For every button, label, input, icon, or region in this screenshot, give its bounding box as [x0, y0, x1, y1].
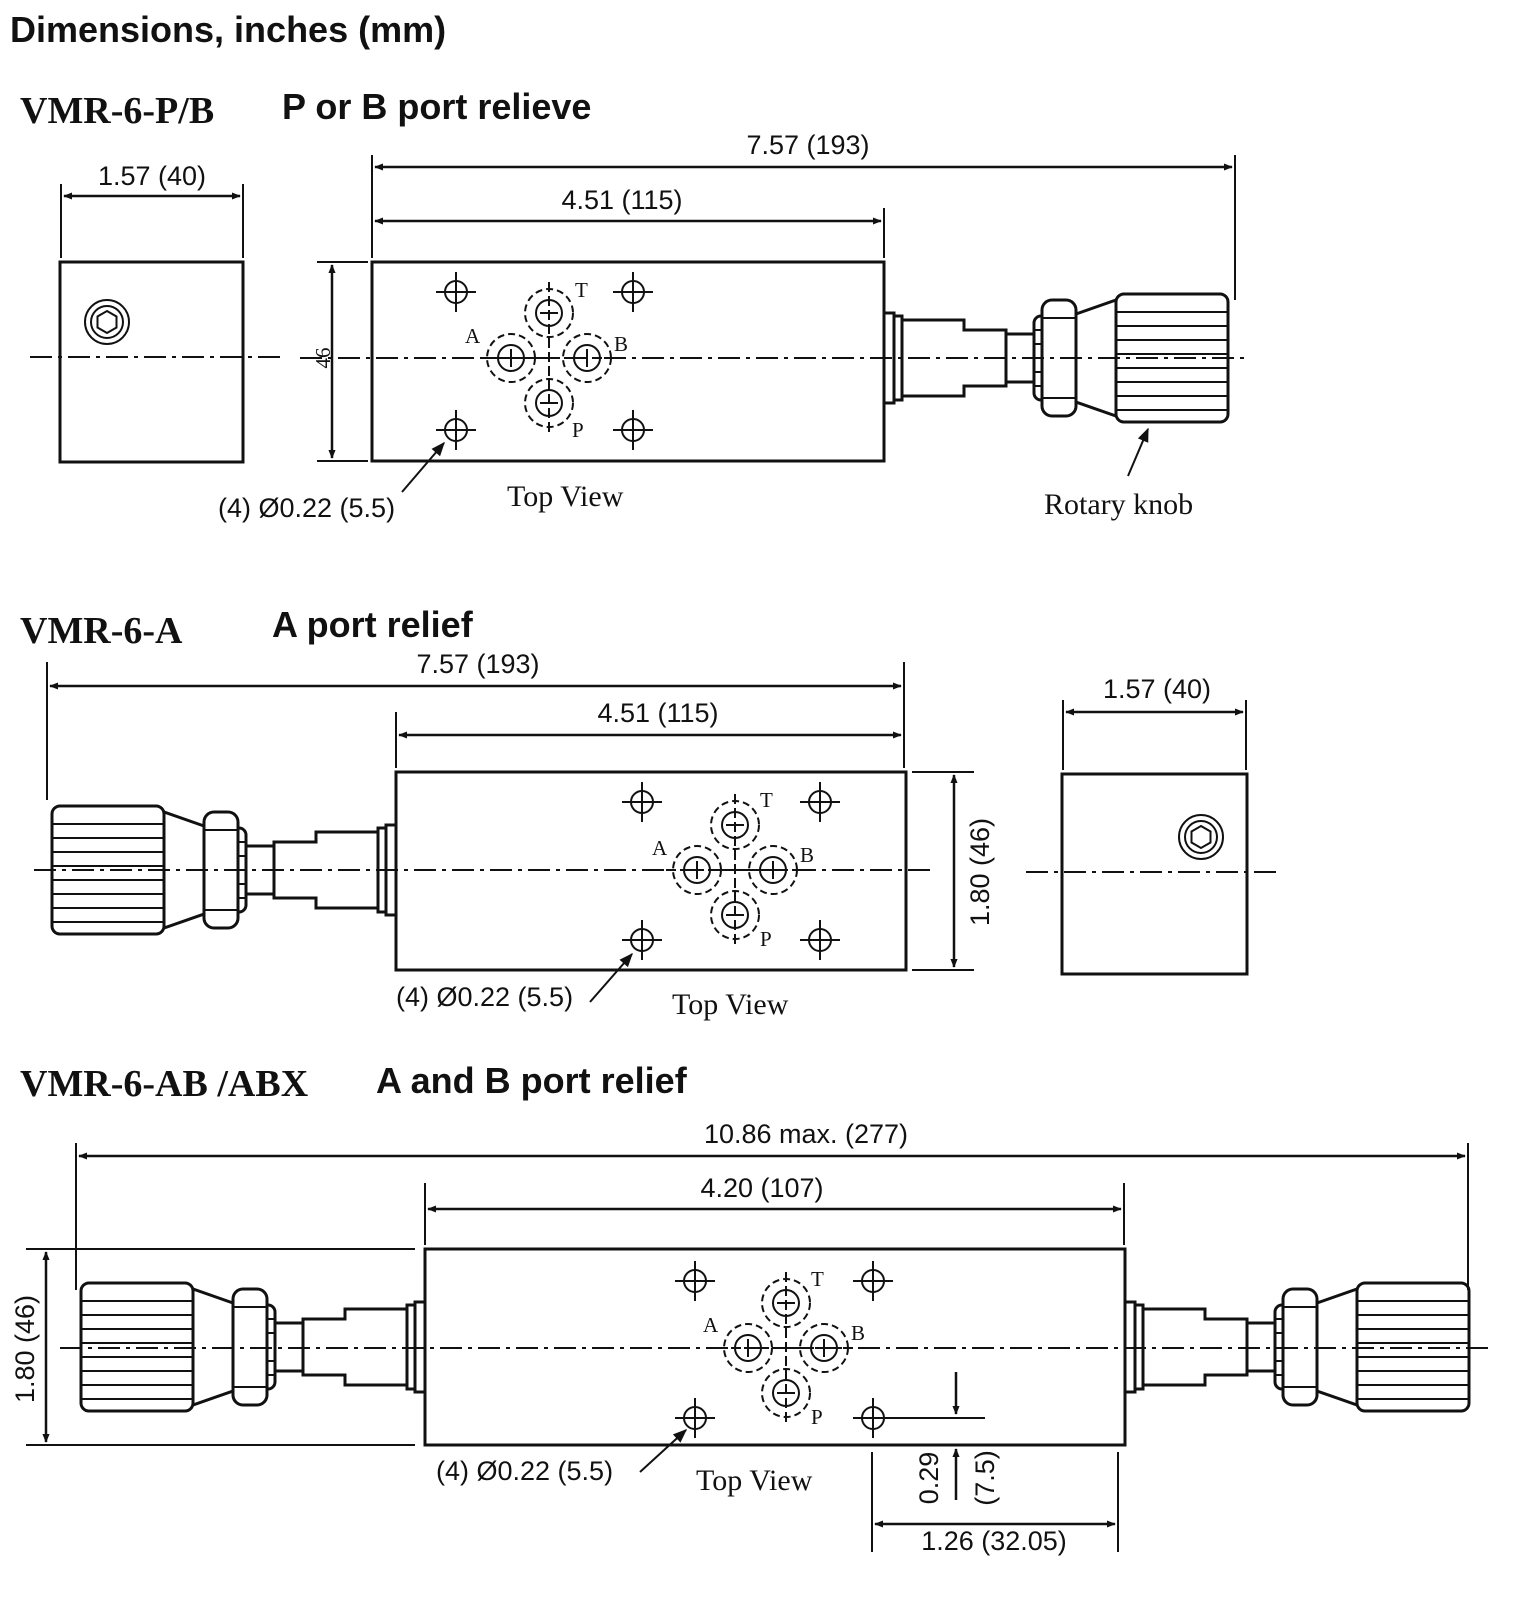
side-view-block: [1060, 772, 1249, 976]
height-dim: 1.80 (46): [10, 1295, 40, 1403]
top-view-label: Top View: [507, 480, 624, 513]
width-dim: 1.57 (40): [1103, 674, 1211, 704]
rotary-knob-label: Rotary knob: [1044, 488, 1193, 521]
port-t-label: T: [760, 788, 773, 812]
hole-offset-in: 0.29: [914, 1452, 944, 1505]
port-a-label: A: [465, 324, 481, 348]
port-b-label: B: [800, 843, 814, 867]
port-a-label: A: [652, 836, 668, 860]
port-p-label: P: [811, 1405, 823, 1429]
model-label: VMR-6-P/B: [20, 90, 214, 132]
top-view-label: Top View: [696, 1464, 813, 1497]
port-p-label: P: [760, 927, 772, 951]
overall-length-dim: 7.57 (193): [416, 649, 539, 679]
body-length-dim: 4.51 (115): [597, 698, 718, 728]
valve-body: [370, 260, 886, 463]
hole-spacing-dim: 1.26 (32.05): [921, 1526, 1067, 1556]
view-a: VMR-6-A A port relief T A B P 7.57 (193)…: [20, 604, 1278, 1021]
mounting-holes-label: (4) Ø0.22 (5.5): [436, 1456, 613, 1486]
mounting-holes-label: (4) Ø0.22 (5.5): [218, 493, 395, 523]
height-dim: 1.80 (46): [965, 818, 995, 926]
port-p-label: P: [572, 418, 584, 442]
port-b-label: B: [851, 1321, 865, 1345]
model-label: VMR-6-A: [20, 610, 183, 652]
side-view-block: [58, 260, 245, 464]
mounting-holes-label: (4) Ø0.22 (5.5): [396, 982, 573, 1012]
port-b-label: B: [614, 332, 628, 356]
view-pb: VMR-6-P/B P or B port relieve 1.57 (40) …: [20, 86, 1250, 523]
top-view-label: Top View: [672, 988, 789, 1021]
hole-offset-mm: (7.5): [970, 1450, 1000, 1506]
body-length-dim: 4.20 (107): [700, 1173, 823, 1203]
model-label: VMR-6-AB /ABX: [20, 1063, 308, 1105]
port-t-label: T: [811, 1267, 824, 1291]
view-subtitle: P or B port relieve: [282, 86, 591, 127]
port-a-label: A: [703, 1313, 719, 1337]
view-subtitle: A and B port relief: [376, 1060, 688, 1101]
view-subtitle: A port relief: [272, 604, 474, 645]
port-t-label: T: [575, 278, 588, 302]
overall-length-dim: 10.86 max. (277): [704, 1119, 908, 1149]
body-length-dim: 4.51 (115): [561, 185, 682, 215]
height-dim: 46: [311, 348, 335, 369]
page-title: Dimensions, inches (mm): [10, 9, 446, 50]
overall-length-dim: 7.57 (193): [746, 130, 869, 160]
view-ab: VMR-6-AB /ABX A and B port relief T A B …: [10, 1060, 1490, 1556]
width-dim: 1.57 (40): [98, 161, 206, 191]
